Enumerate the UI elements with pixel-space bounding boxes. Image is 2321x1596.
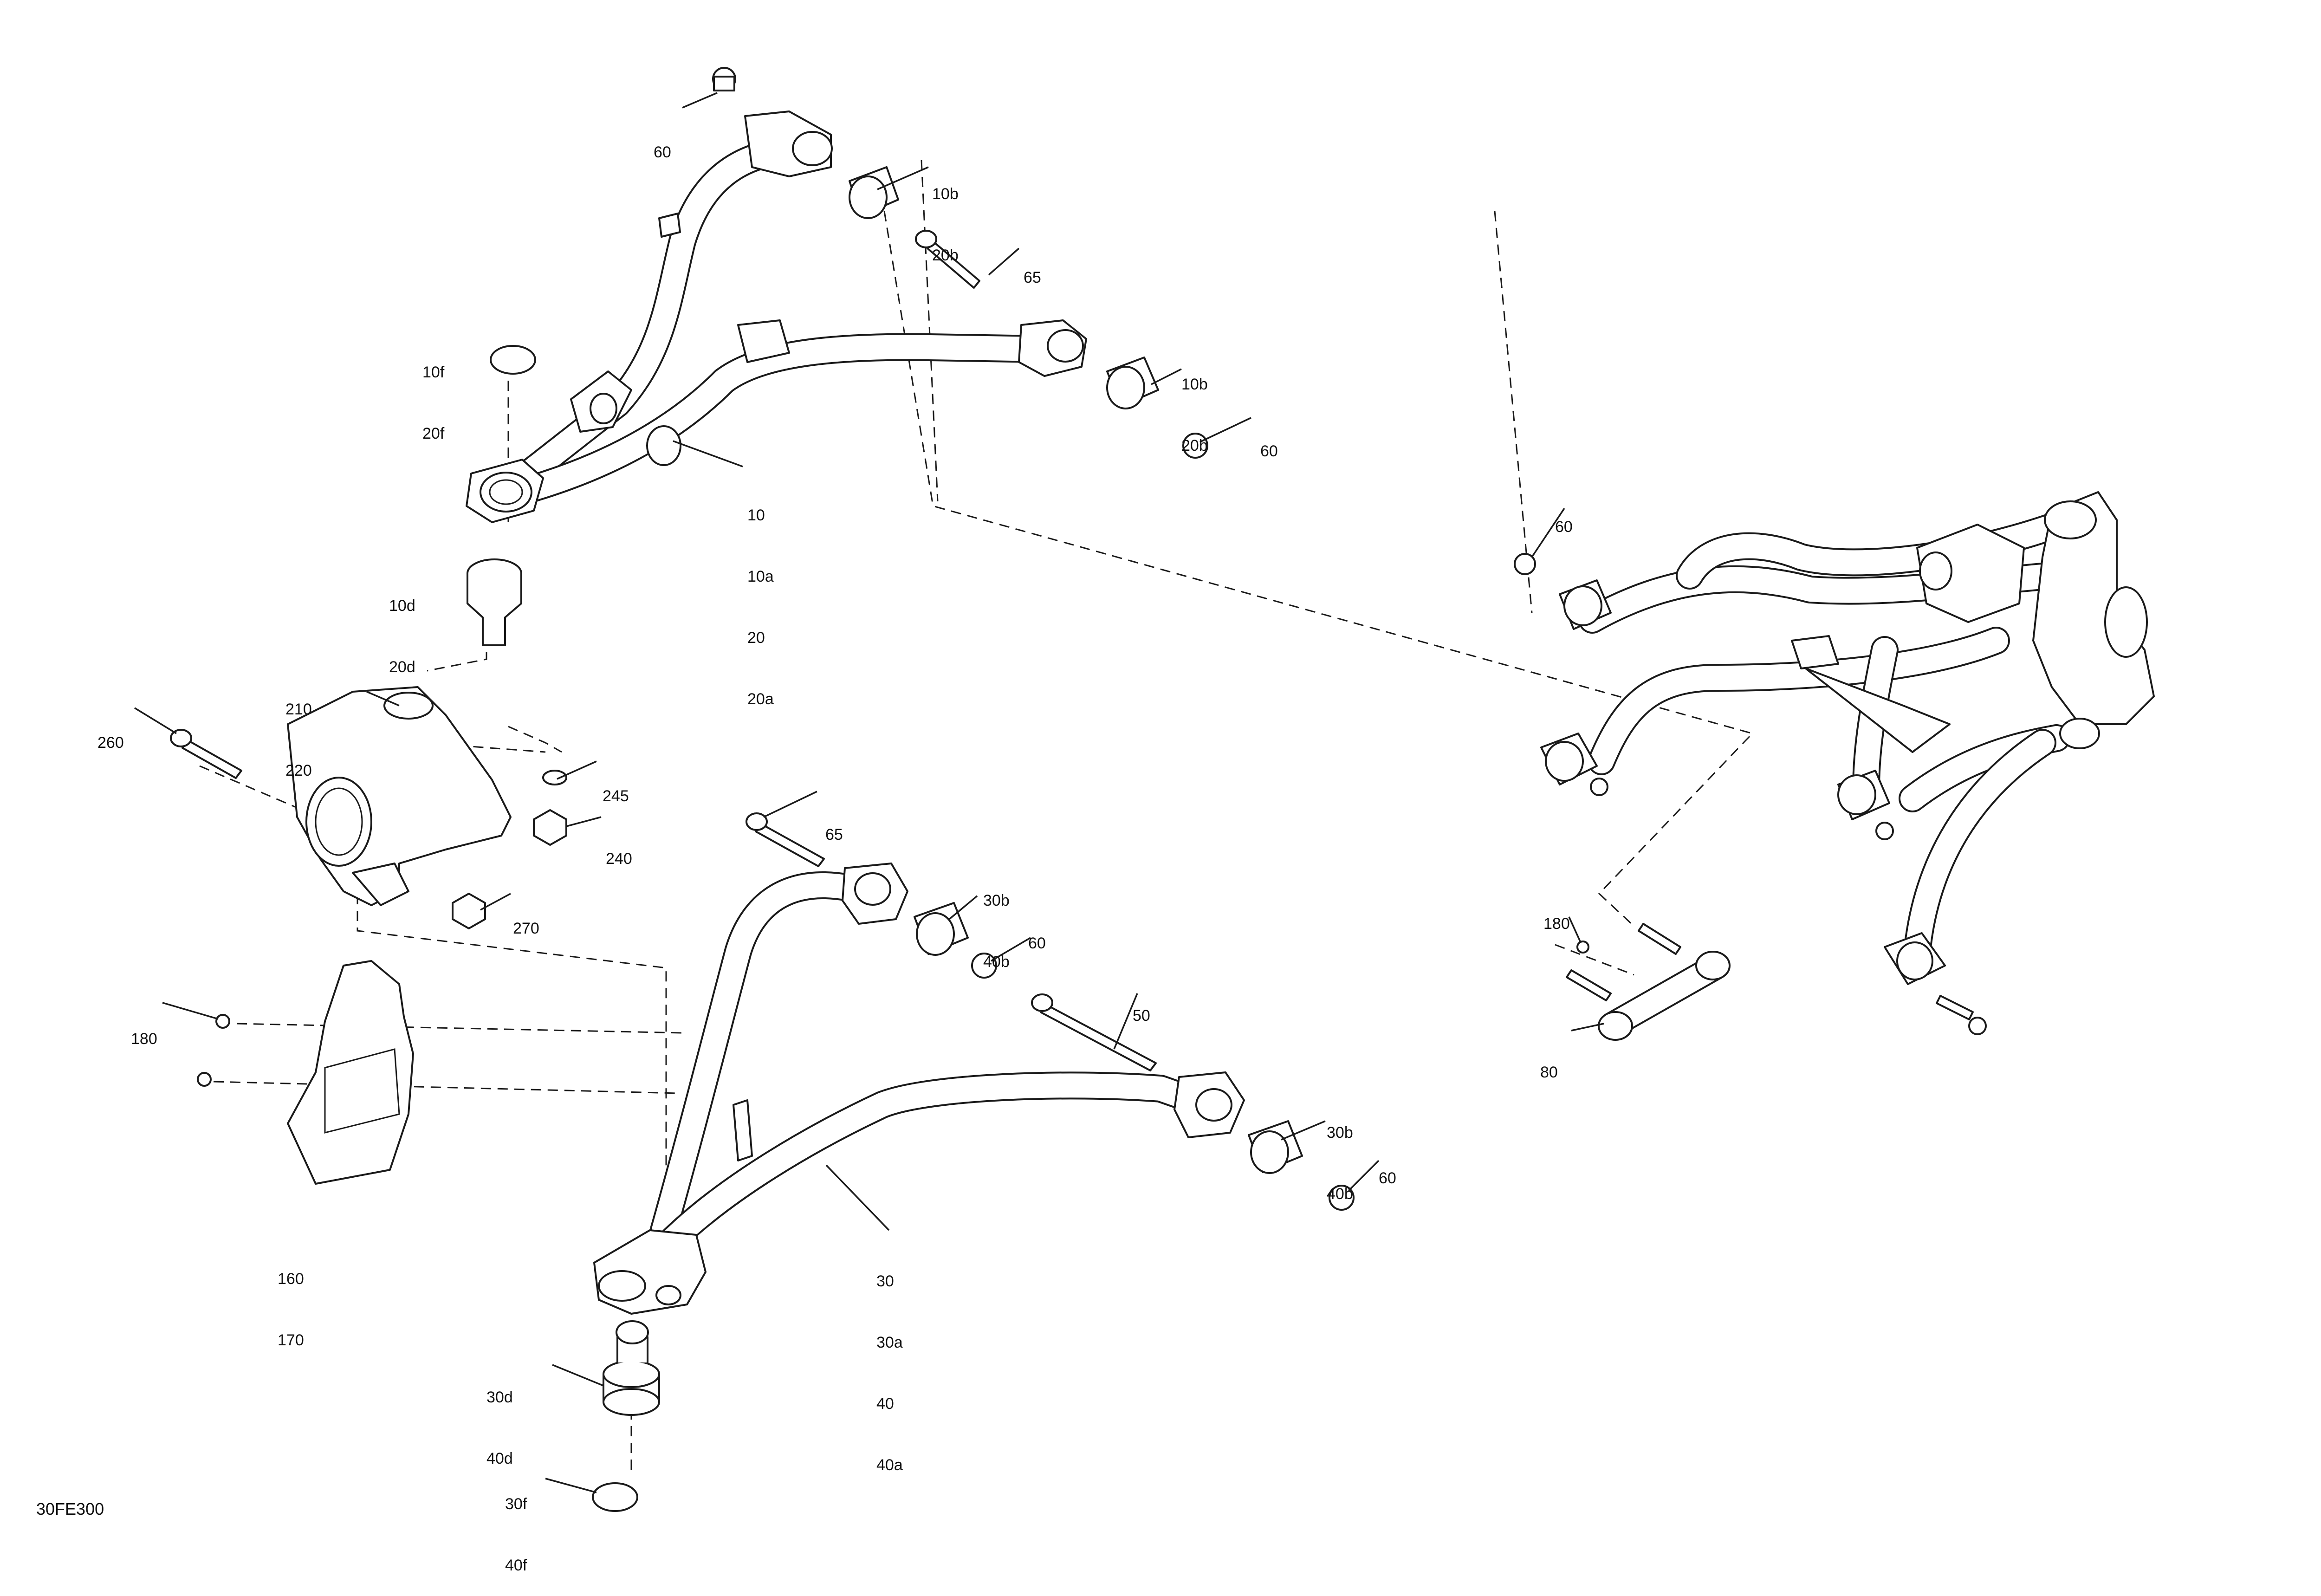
knuckle-bolt — [170, 729, 242, 779]
figure-id: 30FE300 — [36, 1499, 104, 1518]
callout-65-upper-bolt: 65 — [1024, 269, 1041, 286]
callout-245-washer: 245 — [603, 787, 629, 805]
nut — [533, 809, 567, 846]
upper-retaining-ring — [490, 345, 536, 375]
lower-bushings — [914, 902, 1355, 1211]
callout-240-nut: 240 — [606, 850, 632, 868]
splash-guard — [197, 960, 414, 1185]
callout-60-nut: 60 — [1260, 442, 1278, 460]
knuckle-nut — [452, 893, 486, 929]
callout-60-upper-nut: 60 — [654, 143, 671, 161]
callout-160-splash-guard: 160 170 — [278, 1270, 304, 1349]
upper-ball-joint — [467, 558, 522, 646]
callout-270-nut: 270 — [513, 920, 539, 937]
callout-30b-lower-bushing: 30b 40b — [983, 892, 1010, 971]
callout-30f-retaining-ring: 30f 40f — [505, 1495, 527, 1574]
steering-knuckle — [287, 686, 512, 906]
callout-180-screw: 180 — [131, 1030, 157, 1048]
exploded-parts-diagram — [134, 67, 2155, 1512]
callout-30b-bushing: 30b 40b — [1327, 1124, 1353, 1203]
callout-65-lower-bolt: 65 — [825, 826, 843, 843]
lower-bolts — [746, 812, 1157, 1071]
callout-leader-lines — [134, 92, 1604, 1493]
callout-10d-ball-joint: 10d 20d — [389, 597, 415, 676]
washer — [542, 770, 567, 785]
callout-10f-retaining-ring: 10f 20f — [422, 363, 445, 442]
callout-60-assembled-nut: 60 — [1555, 518, 1573, 536]
callout-10b-upper-bushing: 10b 20b — [932, 185, 959, 264]
upper-bolt — [915, 230, 980, 289]
callout-260-bolt: 260 — [97, 734, 124, 752]
callout-210-knuckle: 210 220 — [285, 701, 312, 779]
lower-a-arm — [593, 863, 1245, 1315]
lower-retaining-ring — [592, 1482, 638, 1512]
upper-a-arm — [466, 110, 1087, 523]
upper-bushings — [712, 67, 1208, 459]
lower-ball-joint — [592, 1320, 660, 1512]
assembled-suspension-view — [1514, 491, 2155, 1041]
callout-80-link: 80 — [1540, 1064, 1558, 1081]
callout-10-upper-a-arm: 10 10a 20 20a — [747, 506, 774, 708]
callout-180-assembled-screw: 180 — [1543, 915, 1570, 933]
callout-30d-ball-joint: 30d 40d — [486, 1388, 513, 1467]
callout-60-bottom-nut: 60 — [1379, 1169, 1396, 1187]
callout-60-lower-nut: 60 — [1028, 934, 1046, 952]
callout-50-bolt: 50 — [1133, 1007, 1150, 1025]
callout-30-lower-a-arm: 30 30a 40 40a — [876, 1272, 903, 1474]
callout-10b-bushing: 10b 20b — [1181, 376, 1208, 454]
